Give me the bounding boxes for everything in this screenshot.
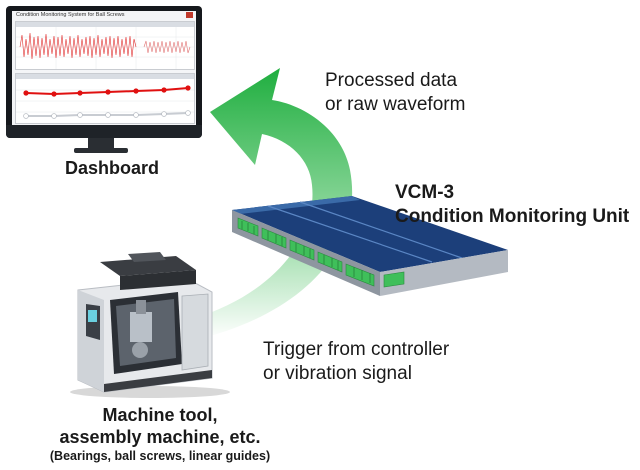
monitor-stand-base: [74, 148, 128, 153]
trigger-label-2: or vibration signal: [263, 363, 412, 384]
vcm-title-label: VCM-3: [395, 182, 455, 203]
close-icon: [186, 12, 193, 18]
waveform-panel: [15, 21, 195, 70]
monitor-icon: Condition Monitoring System for Ball Scr…: [6, 6, 202, 138]
screen-window-title: Condition Monitoring System for Ball Scr…: [16, 12, 125, 18]
vcm-subtitle-label: Condition Monitoring Unit: [395, 206, 630, 227]
dashboard-screen: Condition Monitoring System for Ball Scr…: [12, 11, 196, 125]
processed-data-label: Processed data: [325, 70, 458, 91]
dashboard-label: Dashboard: [64, 158, 160, 178]
trend-panel: [15, 73, 195, 124]
trigger-label: Trigger from controller: [263, 339, 450, 360]
machine-label-2: assembly machine, etc.: [59, 427, 261, 447]
monitor-stand: [88, 138, 114, 150]
panel-header: [16, 74, 194, 79]
machine-components-label: (Bearings, ball screws, linear guides): [49, 449, 271, 463]
trend-chart: [16, 85, 194, 119]
waveform-chart: [16, 27, 194, 69]
monitor-chin: [6, 125, 202, 138]
machine-label: Machine tool,: [102, 405, 218, 425]
panel-header: [16, 22, 194, 27]
processed-data-label-2: or raw waveform: [325, 94, 466, 115]
